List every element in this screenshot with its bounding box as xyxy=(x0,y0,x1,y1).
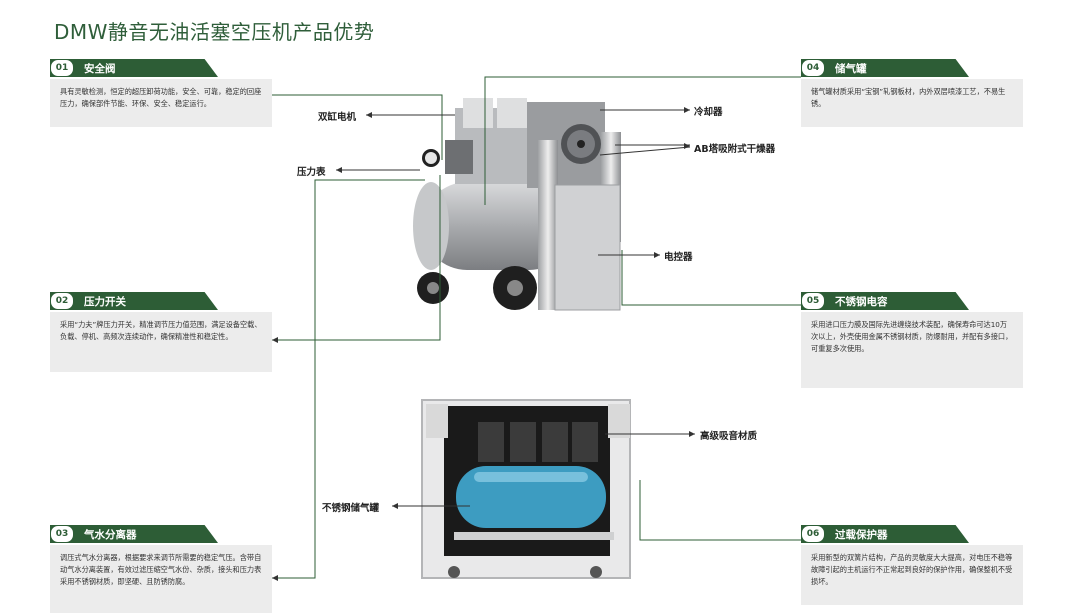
card-text: 采用新型的双簧片结构，产品的灵敏度大大提高，对电压不稳等故障引起的主机运行不正常… xyxy=(801,545,1023,605)
header-bar xyxy=(50,525,218,543)
card-text: 采用进口压力膜及国际先进缠绕技术装配，确保寿命可达10万次以上，外壳使用金属不锈… xyxy=(801,312,1023,388)
card-text: 储气罐材质采用“宝钢”轧钢板材，内外双层喷漆工艺，不易生锈。 xyxy=(801,79,1023,127)
card-header: 02 压力开关 xyxy=(50,292,272,310)
card-number: 02 xyxy=(50,292,74,310)
card-header: 04 储气罐 xyxy=(801,59,1023,77)
label-pressure-gauge: 压力表 xyxy=(297,167,326,178)
feature-card-02: 02 压力开关 采用“力夫”牌压力开关，精准调节压力值范围，满足设备空载、负载、… xyxy=(50,292,272,372)
card-title: 压力开关 xyxy=(84,295,126,308)
card-title: 不锈钢电容 xyxy=(835,295,888,308)
card-number: 06 xyxy=(801,525,825,543)
feature-card-05: 05 不锈钢电容 采用进口压力膜及国际先进缠绕技术装配，确保寿命可达10万次以上… xyxy=(801,292,1023,388)
label-sound-material: 高级吸音材质 xyxy=(700,431,758,442)
card-header: 03 气水分离器 xyxy=(50,525,272,543)
header-bar xyxy=(801,292,969,310)
card-number: 05 xyxy=(801,292,825,310)
card-number: 01 xyxy=(50,59,74,77)
label-controller: 电控器 xyxy=(664,252,693,263)
feature-card-03: 03 气水分离器 调压式气水分离器，根据要求来调节所需要的稳定气压。含带自动气水… xyxy=(50,525,272,613)
label-steel-tank: 不锈钢储气罐 xyxy=(322,503,380,514)
header-bar xyxy=(50,59,218,77)
label-cooler: 冷却器 xyxy=(694,107,723,118)
header-bar xyxy=(50,292,218,310)
card-title: 安全阀 xyxy=(84,62,116,75)
card-number: 03 xyxy=(50,525,74,543)
feature-card-06: 06 过载保护器 采用新型的双簧片结构，产品的灵敏度大大提高，对电压不稳等故障引… xyxy=(801,525,1023,605)
card-text: 采用“力夫”牌压力开关，精准调节压力值范围，满足设备空载、负载、停机、高频次连续… xyxy=(50,312,272,372)
feature-card-04: 04 储气罐 储气罐材质采用“宝钢”轧钢板材，内外双层喷漆工艺，不易生锈。 xyxy=(801,59,1023,127)
page-title: DMW静音无油活塞空压机产品优势 xyxy=(54,20,375,44)
compressor-photo xyxy=(345,40,710,340)
cabinet-illustration xyxy=(421,399,631,579)
header-bar xyxy=(801,525,969,543)
card-title: 气水分离器 xyxy=(84,528,137,541)
card-text: 具有灵敏检测，恒定的超压卸荷功能，安全、可靠，稳定的回座压力，确保部件节能、环保… xyxy=(50,79,272,127)
header-bar xyxy=(801,59,969,77)
card-number: 04 xyxy=(801,59,825,77)
card-header: 01 安全阀 xyxy=(50,59,272,77)
label-motor: 双缸电机 xyxy=(318,112,357,123)
cabinet-photo xyxy=(414,392,638,584)
card-text: 调压式气水分离器，根据要求来调节所需要的稳定气压。含带自动气水分离装置，有效过滤… xyxy=(50,545,272,613)
card-title: 过载保护器 xyxy=(835,528,888,541)
compressor-illustration xyxy=(413,98,621,311)
feature-card-01: 01 安全阀 具有灵敏检测，恒定的超压卸荷功能，安全、可靠，稳定的回座压力，确保… xyxy=(50,59,272,127)
card-header: 05 不锈钢电容 xyxy=(801,292,1023,310)
card-title: 储气罐 xyxy=(835,62,867,75)
card-header: 06 过载保护器 xyxy=(801,525,1023,543)
label-dryer: AB塔吸附式干燥器 xyxy=(694,144,776,155)
